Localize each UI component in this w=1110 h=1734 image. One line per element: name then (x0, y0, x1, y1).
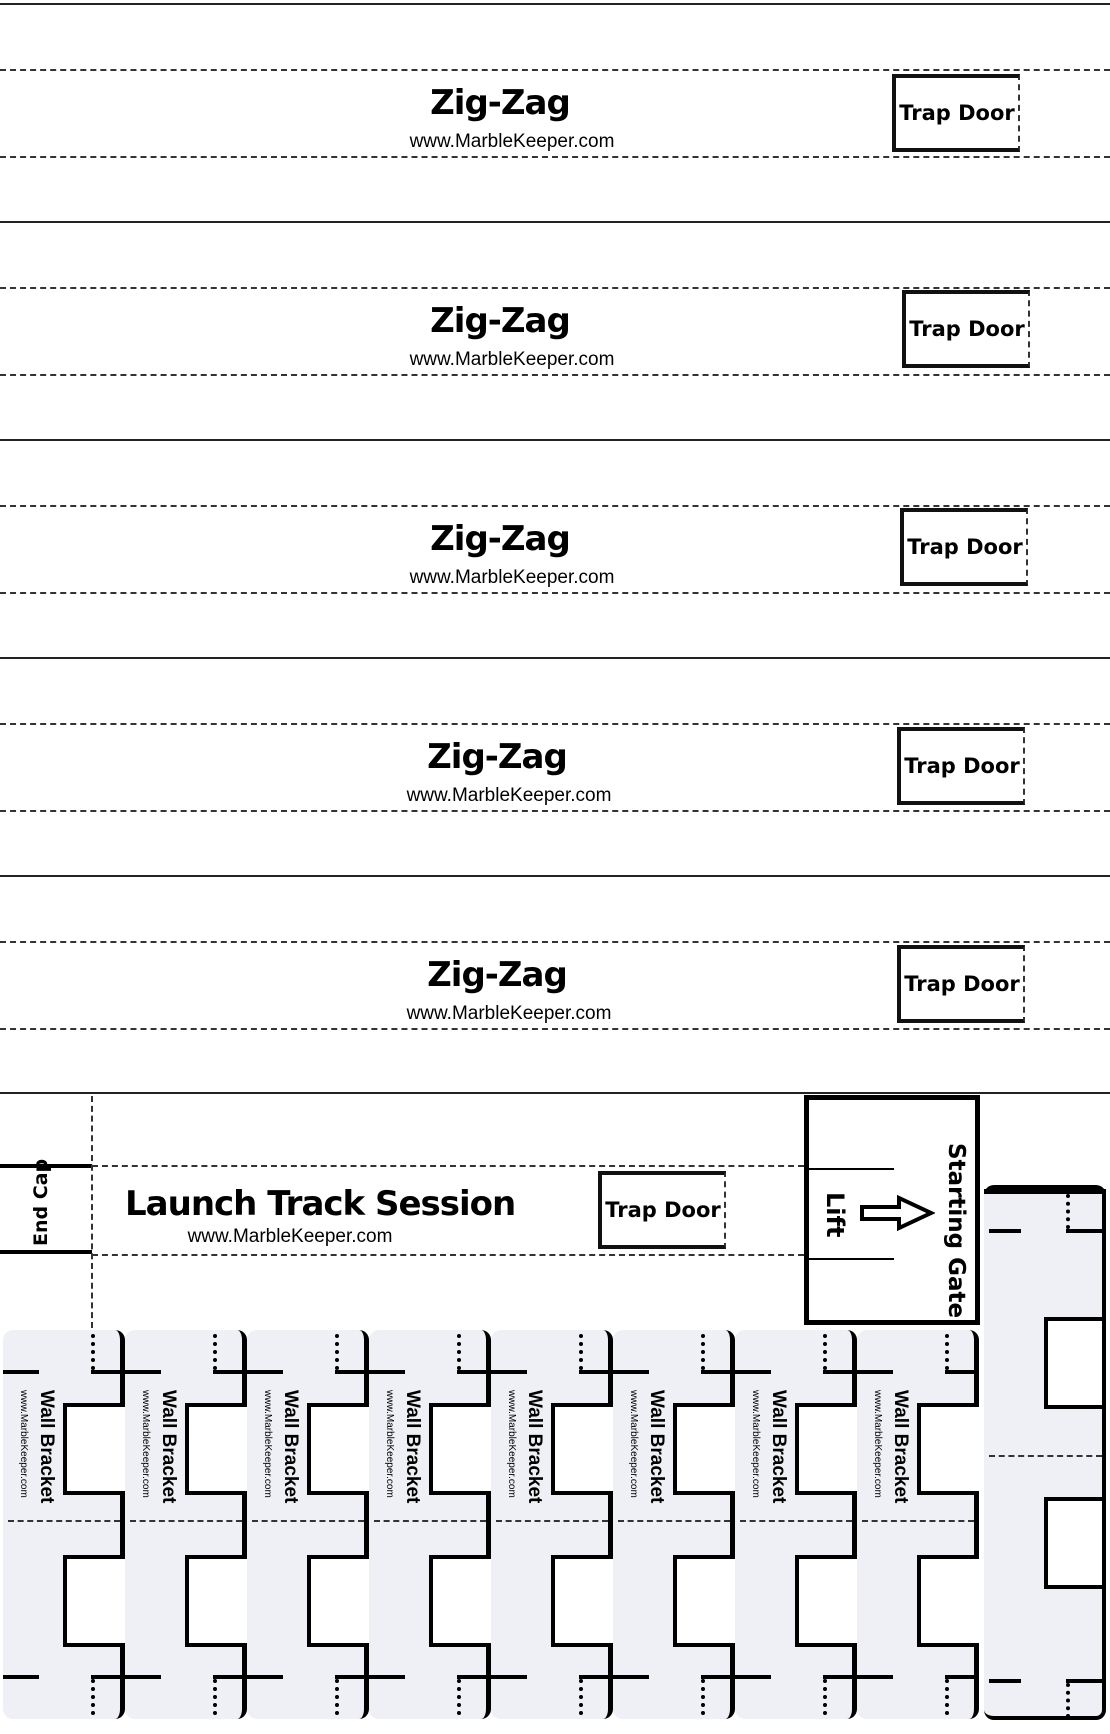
wall-bracket: Wall Bracket www.MarbleKeeper.com (857, 1330, 979, 1719)
wall-bracket-url: www.MarbleKeeper.com (750, 1390, 761, 1498)
fold-line (0, 156, 1110, 158)
wall-bracket-url: www.MarbleKeeper.com (140, 1390, 151, 1498)
wall-bracket-title: Wall Bracket (280, 1390, 301, 1504)
lift-starting-gate: Lift Starting Gate (804, 1095, 980, 1325)
zigzag-title: Zig-Zag (430, 301, 571, 341)
fold-line (0, 1028, 1110, 1030)
fold-line (0, 69, 1110, 71)
zigzag-title: Zig-Zag (427, 737, 568, 777)
tall-bracket (984, 1185, 1106, 1720)
trap-door-launch: Trap Door (598, 1171, 726, 1249)
zigzag-url: www.MarbleKeeper.com (409, 131, 615, 152)
cut-line (0, 657, 1110, 659)
zigzag-url: www.MarbleKeeper.com (409, 349, 615, 370)
starting-gate-label: Starting Gate (943, 1143, 969, 1319)
launch-url: www.MarbleKeeper.com (187, 1226, 393, 1247)
lift-line (809, 1168, 894, 1170)
wall-bracket-url: www.MarbleKeeper.com (506, 1390, 517, 1498)
wall-bracket: Wall Bracket www.MarbleKeeper.com (735, 1330, 857, 1719)
cut-line (0, 875, 1110, 877)
wall-bracket: Wall Bracket www.MarbleKeeper.com (247, 1330, 369, 1719)
fold-line (91, 1096, 93, 1328)
lift-line (809, 1258, 894, 1260)
lift-label: Lift (821, 1192, 849, 1238)
cut-line (0, 1092, 1110, 1094)
wall-bracket: Wall Bracket www.MarbleKeeper.com (125, 1330, 247, 1719)
zigzag-url: www.MarbleKeeper.com (409, 567, 615, 588)
cut-line (0, 221, 1110, 223)
zigzag-title: Zig-Zag (430, 519, 571, 559)
trap-door: Trap Door (892, 74, 1020, 152)
fold-line (0, 287, 1110, 289)
trap-door: Trap Door (897, 727, 1025, 805)
wall-bracket-title: Wall Bracket (890, 1390, 911, 1504)
wall-bracket: Wall Bracket www.MarbleKeeper.com (3, 1330, 125, 1719)
launch-title: Launch Track Session (125, 1184, 516, 1224)
wall-bracket-url: www.MarbleKeeper.com (628, 1390, 639, 1498)
trap-door: Trap Door (897, 945, 1025, 1023)
wall-bracket: Wall Bracket www.MarbleKeeper.com (613, 1330, 735, 1719)
zigzag-url: www.MarbleKeeper.com (406, 785, 612, 806)
cut-line (0, 439, 1110, 441)
wall-bracket-title: Wall Bracket (768, 1390, 789, 1504)
zigzag-title: Zig-Zag (427, 955, 568, 995)
end-cap-label: End Cap (30, 1158, 52, 1246)
wall-bracket-title: Wall Bracket (402, 1390, 423, 1504)
fold-line (0, 505, 1110, 507)
wall-bracket-url: www.MarbleKeeper.com (18, 1390, 29, 1498)
wall-bracket-title: Wall Bracket (646, 1390, 667, 1504)
wall-bracket-url: www.MarbleKeeper.com (872, 1390, 883, 1498)
fold-line (0, 810, 1110, 812)
wall-bracket-url: www.MarbleKeeper.com (262, 1390, 273, 1498)
wall-bracket: Wall Bracket www.MarbleKeeper.com (369, 1330, 491, 1719)
trap-door: Trap Door (902, 290, 1030, 368)
fold-line (0, 941, 1110, 943)
wall-bracket-title: Wall Bracket (158, 1390, 179, 1504)
fold-line (92, 1254, 804, 1256)
arrow-right-icon (860, 1195, 935, 1231)
wall-bracket-title: Wall Bracket (36, 1390, 57, 1504)
end-cap: End Cap (0, 1159, 92, 1254)
fold-line (0, 374, 1110, 376)
wall-bracket-title: Wall Bracket (524, 1390, 545, 1504)
zigzag-url: www.MarbleKeeper.com (406, 1003, 612, 1024)
zigzag-title: Zig-Zag (430, 83, 571, 123)
fold-line (0, 592, 1110, 594)
wall-bracket: Wall Bracket www.MarbleKeeper.com (491, 1330, 613, 1719)
cut-line (0, 3, 1110, 5)
trap-door: Trap Door (900, 508, 1028, 586)
fold-line (0, 723, 1110, 725)
fold-line (92, 1165, 804, 1167)
wall-bracket-url: www.MarbleKeeper.com (384, 1390, 395, 1498)
